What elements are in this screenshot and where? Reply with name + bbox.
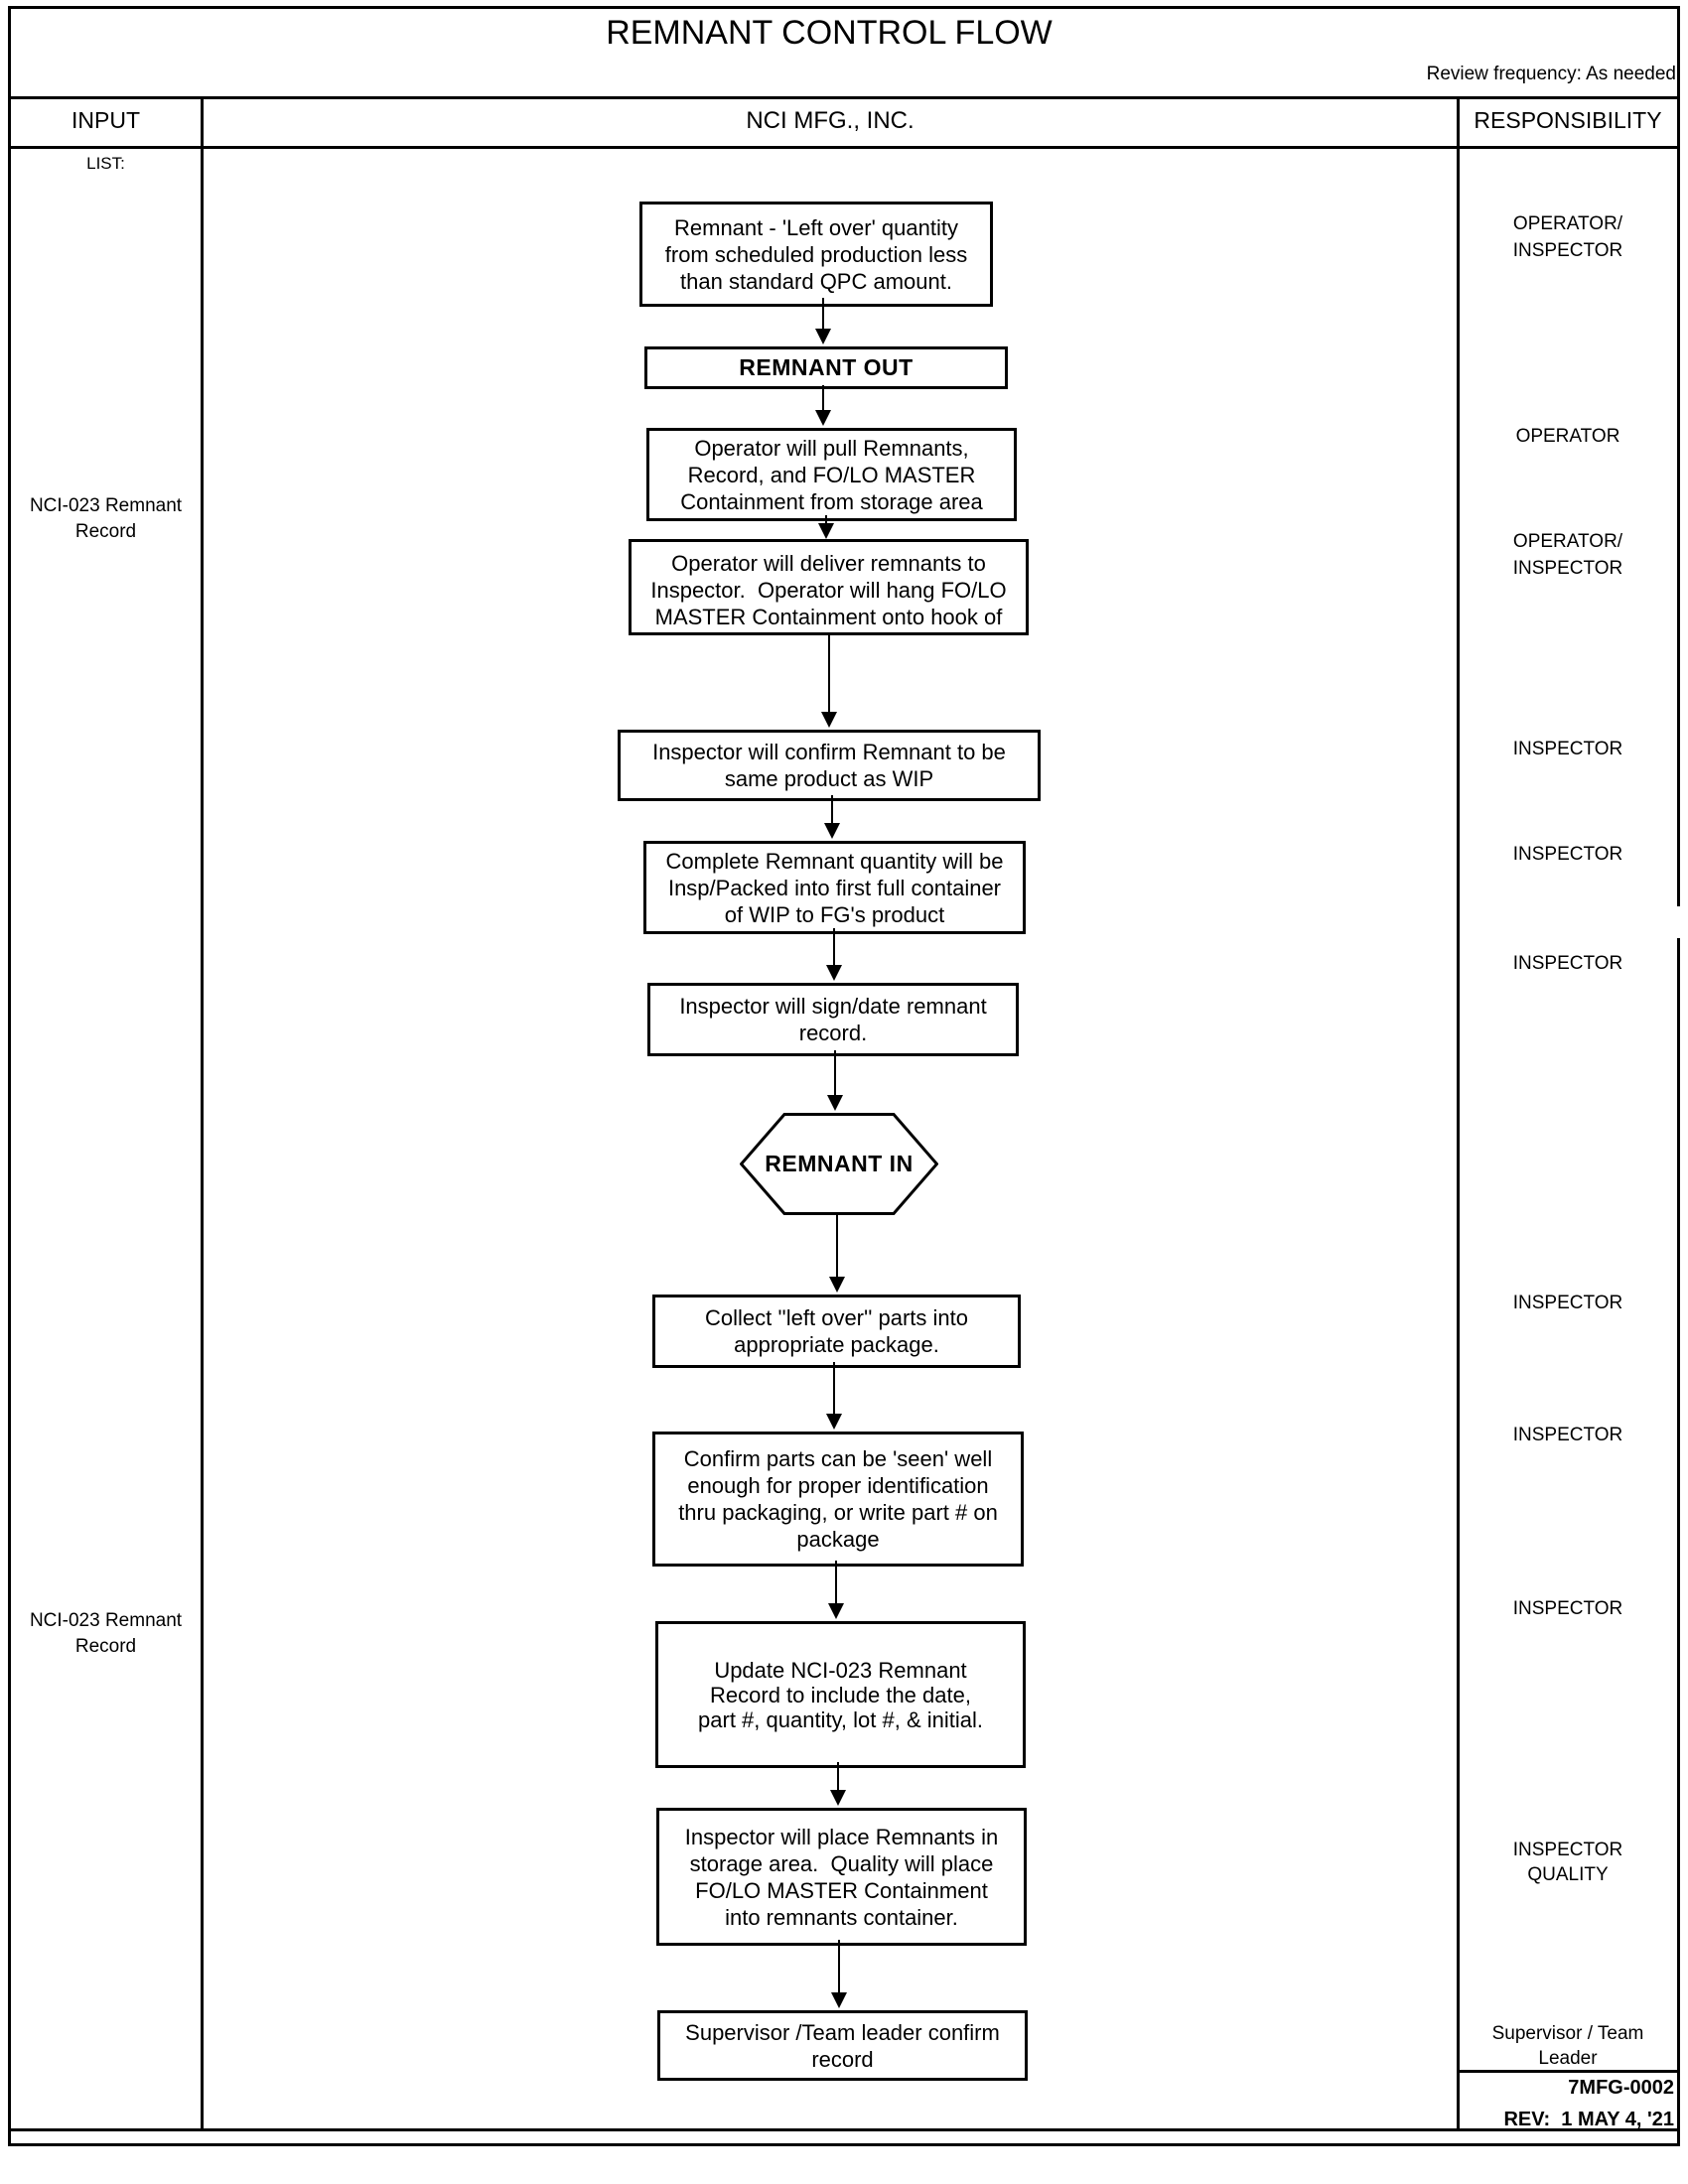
deliver-remnants-box: Operator will deliver remnants to Inspec… [629,539,1029,635]
table-top-line [8,96,1680,99]
update-record-box: Update NCI-023 Remnant Record to include… [655,1621,1026,1768]
list-label: LIST: [86,154,125,173]
remnant-out-terminator: REMNANT OUT [644,346,1008,389]
flow-connector [822,298,824,330]
responsibility-label-4: INSPECTOR [1512,739,1623,759]
revision-label: REV: 1 MAY 4, '21 [1503,2109,1674,2130]
header-bottom-line [8,146,1680,149]
input-column-divider [201,96,204,2131]
page-border [8,6,1680,2146]
review-frequency: Review frequency: As needed [1426,64,1676,84]
right-border-gap [1673,906,1683,938]
responsibility-label-2: OPERATOR [1515,426,1620,447]
sign-date-box: Inspector will sign/date remnant record. [647,983,1019,1056]
flow-connector [828,635,830,713]
remnant-definition-box: Remnant - 'Left over' quantity from sche… [639,202,993,307]
down-arrow-icon [829,1277,845,1293]
down-arrow-icon [815,329,831,344]
flow-connector [836,1215,838,1278]
down-arrow-icon [826,1414,842,1430]
supervisor-confirm-box: Supervisor /Team leader confirm record [657,2010,1028,2081]
down-arrow-icon [824,823,840,839]
doc-number: 7MFG-0002 [1568,2077,1674,2099]
down-arrow-icon [831,1992,847,2008]
flow-connector [822,385,824,411]
responsibility-footer-line [1457,2070,1680,2073]
down-arrow-icon [828,1603,844,1619]
pack-quantity-box: Complete Remnant quantity will be Insp/P… [643,841,1026,934]
flow-connector [837,1762,839,1791]
pull-remnants-box: Operator will pull Remnants, Record, and… [646,428,1017,521]
confirm-product-box: Inspector will confirm Remnant to be sam… [618,730,1041,801]
header-company: NCI MFG., INC. [746,107,914,134]
responsibility-label-7: INSPECTOR [1512,1293,1623,1313]
header-responsibility: RESPONSIBILITY [1474,107,1662,133]
responsibility-label-11: Supervisor / Team Leader [1491,2023,1644,2069]
down-arrow-icon [821,712,837,728]
header-input: INPUT [71,107,140,133]
flow-connector [834,1050,836,1096]
responsibility-label-6: INSPECTOR [1512,953,1623,974]
flow-connector [838,1940,840,1993]
table-bottom-line [8,2128,1680,2131]
responsibility-column-divider [1457,96,1460,2131]
page-title: REMNANT CONTROL FLOW [606,14,1053,52]
place-remnants-box: Inspector will place Remnants in storage… [656,1808,1027,1946]
flow-connector [831,795,833,824]
responsibility-label-1: OPERATOR/ INSPECTOR [1512,213,1623,261]
remnant-in-hexagon: REMNANT IN [740,1113,938,1215]
down-arrow-icon [827,1095,843,1111]
flow-connector [825,515,827,524]
flow-connector [835,1561,837,1604]
flow-connector [833,1362,835,1415]
input-record-label-1: NCI-023 Remnant Record [29,495,183,542]
down-arrow-icon [830,1790,846,1806]
down-arrow-icon [815,410,831,426]
down-arrow-icon [826,965,842,981]
responsibility-label-3: OPERATOR/ INSPECTOR [1512,531,1623,579]
responsibility-label-10: INSPECTOR QUALITY [1512,1840,1623,1885]
flow-connector [833,928,835,966]
collect-parts-box: Collect ''left over'' parts into appropr… [652,1295,1021,1368]
responsibility-label-9: INSPECTOR [1512,1598,1623,1619]
down-arrow-icon [818,523,834,539]
input-record-label-2: NCI-023 Remnant Record [29,1610,183,1657]
confirm-visibility-box: Confirm parts can be 'seen' well enough … [652,1432,1024,1567]
responsibility-label-5: INSPECTOR [1512,844,1623,865]
hexagon-shape [740,1113,938,1215]
responsibility-label-8: INSPECTOR [1512,1425,1623,1445]
